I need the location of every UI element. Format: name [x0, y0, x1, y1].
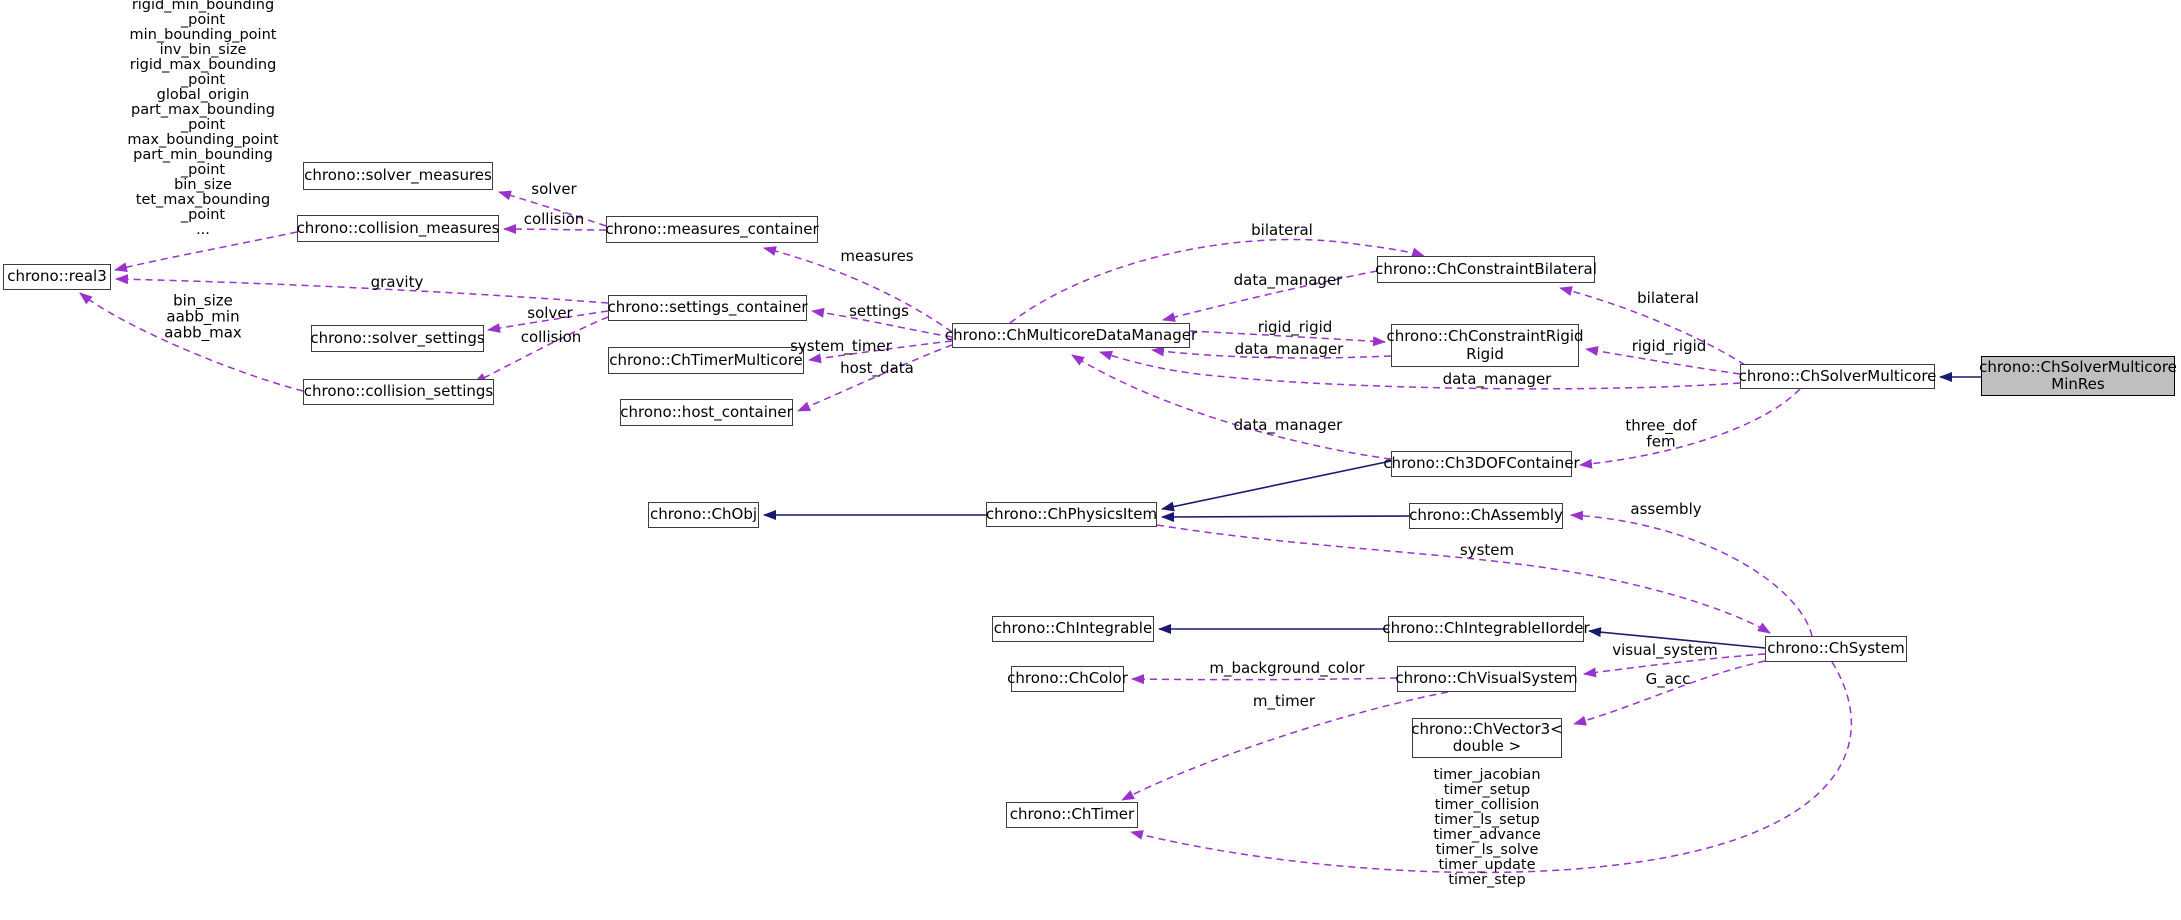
node-chrono-host-container[interactable]: chrono::host_container	[620, 399, 793, 426]
node-chrono-chobj[interactable]: chrono::ChObj	[648, 502, 759, 528]
node-chrono-ch3dofcontainer[interactable]: chrono::Ch3DOFContainer	[1383, 451, 1580, 477]
node-chrono-chintegrable[interactable]: chrono::ChIntegrable	[992, 616, 1154, 642]
node-chrono-chsolvermulticoreminres: chrono::ChSolverMulticore MinRes	[1979, 356, 2177, 396]
node-chrono-chsolvermulticore[interactable]: chrono::ChSolverMulticore	[1739, 364, 1936, 389]
node-chrono-solver-measures[interactable]: chrono::solver_measures	[303, 162, 493, 190]
edge-rigid-rigid-datamanager	[1151, 346, 1392, 359]
edge-chsystem-chtimer	[1130, 661, 1853, 874]
edge-datamanager-settings	[811, 307, 953, 338]
node-chrono-chconstraintrigidrigid[interactable]: chrono::ChConstraintRigid Rigid	[1386, 324, 1584, 367]
node-chrono-chconstraintbilateral[interactable]: chrono::ChConstraintBilateral	[1375, 256, 1597, 283]
node-chrono-collision-measures[interactable]: chrono::collision_measures	[297, 215, 499, 242]
edge-datamanager-measures	[763, 246, 953, 333]
node-chrono-solver-settings[interactable]: chrono::solver_settings	[310, 325, 485, 352]
edge-3dof-datamanager	[1071, 354, 1392, 460]
edge-chsystem-assembly	[1570, 510, 1813, 637]
inherit-chsystem-iiorder	[1588, 627, 1766, 649]
edge-solver-multicore-bilateral	[1559, 286, 1746, 366]
edge-measures-solver	[498, 190, 607, 227]
edge-physics-item-chsystem	[1156, 524, 1771, 634]
edge-settings-collision	[473, 316, 609, 384]
edge-solver-multicore-3dof	[1579, 388, 1801, 469]
edge-chsystem-g-acc	[1573, 660, 1766, 726]
edge-settings-gravity-real3	[115, 274, 609, 304]
edge-measures-collision	[503, 224, 607, 235]
node-chrono-chtimer[interactable]: chrono::ChTimer	[1006, 802, 1138, 828]
edge-solver-multicore-rigid-rigid	[1585, 346, 1741, 375]
node-chrono-measures-container[interactable]: chrono::measures_container	[605, 216, 819, 243]
node-chrono-chintegrableiiorder[interactable]: chrono::ChIntegrableIIorder	[1382, 616, 1590, 642]
edge-collision-settings-real3	[79, 292, 304, 392]
node-chrono-chcolor[interactable]: chrono::ChColor	[1007, 666, 1128, 692]
edge-datamanager-host-data	[797, 344, 953, 412]
edge-datamanager-system-timer	[808, 340, 953, 364]
node-chrono-chsystem[interactable]: chrono::ChSystem	[1765, 636, 1907, 662]
inherit-assembly-physics-item	[1161, 511, 1410, 522]
node-chrono-settings-container[interactable]: chrono::settings_container	[608, 295, 807, 321]
node-chrono-chmulticoredatamanager[interactable]: chrono::ChMulticoreDataManager	[945, 323, 1197, 348]
edge-bilateral-datamanager	[1162, 270, 1378, 322]
node-chrono-chphysicsitem[interactable]: chrono::ChPhysicsItem	[986, 502, 1157, 527]
edge-solver-multicore-datamanager	[1099, 350, 1741, 390]
edge-chsystem-visual-system	[1583, 653, 1766, 678]
edge-visual-system-chtimer	[1121, 691, 1449, 801]
node-chrono-chvector3-double[interactable]: chrono::ChVector3< double >	[1411, 718, 1563, 758]
edge-datamanager-rigid-rigid	[1189, 330, 1386, 347]
edge-collision-measures-real3	[114, 231, 298, 273]
edge-datamanager-bilateral	[1009, 238, 1425, 324]
node-chrono-collision-settings[interactable]: chrono::collision_settings	[303, 379, 494, 405]
node-chrono-chvisualsystem[interactable]: chrono::ChVisualSystem	[1395, 666, 1578, 692]
inherit-3dof-physics-item	[1161, 460, 1392, 512]
edge-settings-solver	[487, 310, 609, 333]
node-chrono-real3[interactable]: chrono::real3	[3, 264, 111, 290]
node-chrono-chtimermulticore[interactable]: chrono::ChTimerMulticore	[608, 347, 804, 374]
node-chrono-chassembly[interactable]: chrono::ChAssembly	[1409, 503, 1563, 529]
edge-visual-system-chcolor	[1131, 674, 1398, 685]
